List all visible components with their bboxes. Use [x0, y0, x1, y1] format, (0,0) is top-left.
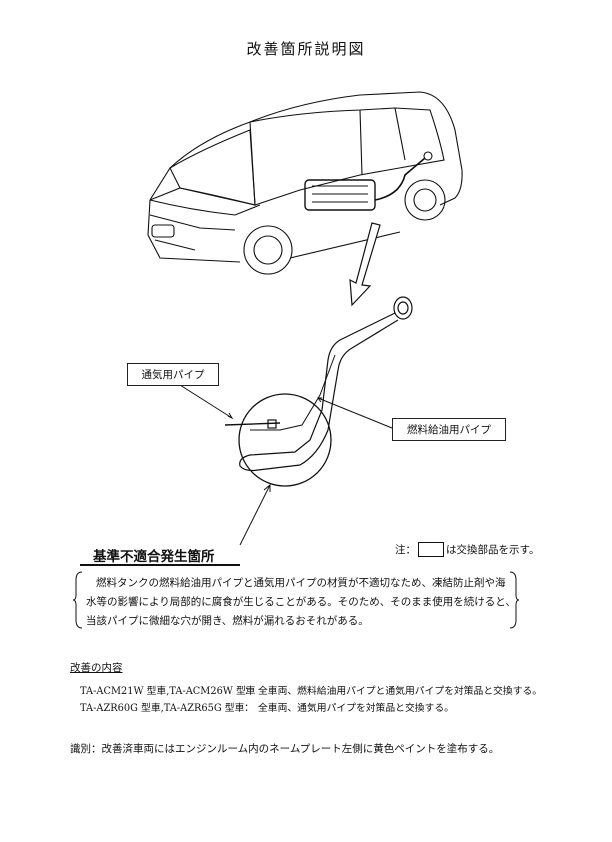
page-title: 改善箇所説明図 — [246, 40, 366, 58]
improvement-row: TA-ACM21W 型車,TA-ACM26W 型車 ： 全車両、燃料給油用パイプ… — [80, 683, 542, 697]
legend-note: 注： は交換部品を示す。 — [395, 542, 539, 557]
left-bracket — [72, 571, 83, 629]
right-bracket — [509, 571, 520, 629]
improvement-row: TA-AZR60G 型車,TA-AZR65G 型車 ： 全車両、通気用パイプを対… — [80, 700, 454, 714]
illustration — [147, 91, 463, 546]
separator: ： — [244, 703, 254, 714]
car-illustration — [147, 91, 463, 275]
separator: ： — [244, 686, 254, 697]
description-line: 水等の影響により局部的に腐食が生じることがある。そのため、そのまま使用を続けると… — [86, 596, 516, 608]
description-line: 当該パイプに微細な穴が開き、燃料が漏れるおそれがある。 — [86, 615, 369, 627]
pipe-assembly — [224, 296, 413, 472]
action-text: 全車両、燃料給油用パイプと通気用パイプを対策品と交換する。 — [258, 686, 543, 697]
model-list: TA-AZR60G 型車,TA-AZR65G 型車 — [80, 703, 245, 714]
note-prefix: 注： — [395, 544, 416, 556]
leader-lines — [179, 384, 393, 546]
vent-pipe-label: 通気用パイプ — [127, 363, 219, 386]
improvement-heading: 改善の内容 — [70, 662, 123, 674]
heading-underline — [80, 564, 240, 566]
defect-description: 燃料タンクの燃料給油用パイプと通気用パイプの材質が不適切なため、凍結防止剤や海 … — [86, 574, 516, 631]
fuel-filler-pipe-label: 燃料給油用パイプ — [392, 418, 506, 441]
action-text: 全車両、通気用パイプを対策品と交換する。 — [258, 703, 454, 714]
identification-note: 識別：改善済車両にはエンジンルーム内のネームプレート左側に黄色ペイントを塗布する… — [70, 743, 500, 755]
replacement-part-legend-box — [418, 542, 444, 557]
detail-circle — [238, 393, 332, 487]
nonconformity-heading: 基準不適合発生箇所 — [93, 549, 215, 565]
model-list: TA-ACM21W 型車,TA-ACM26W 型車 — [80, 686, 256, 697]
pointer-arrow — [349, 222, 381, 307]
description-line: 燃料タンクの燃料給油用パイプと通気用パイプの材質が不適切なため、凍結防止剤や海 — [96, 577, 506, 589]
note-suffix: は交換部品を示す。 — [446, 544, 540, 556]
